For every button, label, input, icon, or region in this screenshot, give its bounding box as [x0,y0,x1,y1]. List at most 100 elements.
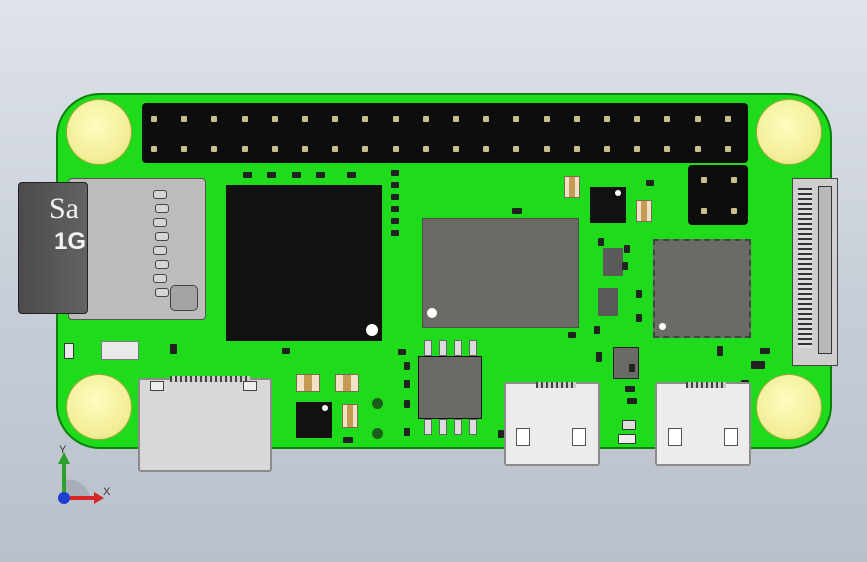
sd-slot-contact [153,246,167,255]
gpio-pin [513,146,520,152]
resistor [347,172,356,178]
resistor [391,206,399,212]
capacitor [342,404,358,428]
via [372,398,383,409]
gpio-pin [392,116,399,122]
chip-leg [439,419,447,435]
resistor [282,348,290,354]
small-header [688,165,748,225]
sd-slot-contact [153,218,167,227]
usb-teeth [536,382,576,388]
gpio-pin [332,146,339,152]
mounting-hole-top-left [67,100,131,164]
gpio-pin [392,146,399,152]
port-clip [572,428,586,446]
resistor [64,343,74,359]
usb-teeth [686,382,726,388]
capacitor [564,176,580,198]
mounting-hole-bottom-right [757,375,821,439]
resistor [404,362,410,370]
pin1-marker [322,405,328,411]
gpio-pin [422,146,429,152]
gpio-pin [271,146,278,152]
capacitor [101,341,139,360]
gpio-pin [211,146,218,152]
sot-chip [603,248,623,276]
gpio-pin [543,146,550,152]
resistor [316,172,325,178]
gpio-pin [634,116,641,122]
capacitor [296,374,320,392]
gpio-pin [362,116,369,122]
mounting-hole-top-right [757,100,821,164]
gpio-pin [302,146,308,152]
resistor [343,437,353,443]
resistor [594,326,600,334]
resistor [627,398,637,404]
resistor [622,262,628,270]
sd-slot-contact [155,260,169,269]
port-clip [243,381,257,391]
gpio-pin [694,146,701,152]
header-pin [731,177,737,183]
gpio-pin [302,116,308,122]
gpio-pin [151,116,157,122]
gpio-pin [573,116,580,122]
microsd-card [18,182,88,314]
connector-latch [818,186,832,354]
gpio-pin [664,116,671,122]
resistor [636,290,642,298]
resistor [243,172,252,178]
mounting-hole-bottom-left [67,375,131,439]
sd-slot-contact [153,274,167,283]
pin1-marker [366,324,378,336]
resistor [624,245,630,253]
wifi-module [653,239,751,338]
resistor [292,172,301,178]
port-clip [516,428,530,446]
gpio-pin [604,146,610,152]
gpio-pin [483,116,490,122]
resistor [267,172,276,178]
gpio-pin [241,116,248,122]
sd-capacity-label: 1G [54,228,87,255]
micro-usb-otg-port[interactable] [504,382,600,466]
via [372,428,383,439]
gpio-pin [513,116,520,122]
port-clip [150,381,164,391]
resistor [391,194,399,200]
gpio-pin [181,146,188,152]
micro-usb-port[interactable] [655,382,751,466]
pin1-marker [427,308,437,318]
micro-usb-power-port[interactable] [138,378,272,472]
gpio-pin [724,146,731,152]
gpio-pin [271,116,278,122]
resistor [717,346,723,356]
chip-leg [454,419,462,435]
sd-latch [170,285,198,311]
resistor [391,170,399,176]
resistor [636,314,642,322]
resistor [391,230,399,236]
gpio-pin [422,116,429,122]
gpio-pin [362,146,369,152]
resistor [398,349,406,355]
sot-chip [598,288,618,316]
gpio-header [142,103,748,163]
gpio-pin [151,146,157,152]
port-clip [668,428,682,446]
gpio-pin [724,116,731,122]
x-axis-label: X [103,486,111,498]
gpio-pin [211,116,218,122]
gpio-pin [241,146,248,152]
gpio-pin [694,116,701,122]
gpio-pin [453,146,459,152]
capacitor [636,200,652,222]
resistor [498,430,504,438]
resistor [622,420,636,430]
connector-contacts [798,188,812,348]
resistor [391,218,399,224]
pin1-marker [659,323,666,330]
small-ic [613,347,639,379]
chip-leg [424,419,432,435]
